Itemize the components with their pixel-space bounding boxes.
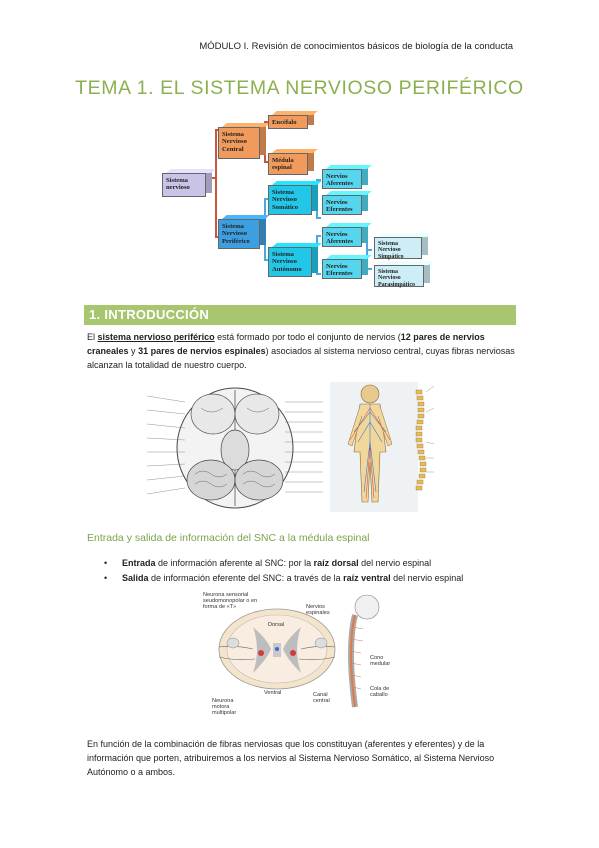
label-cono-medular: Cono medular	[370, 655, 391, 667]
page-title: TEMA 1. EL SISTEMA NERVIOSO PERIFÉRICO	[75, 77, 524, 99]
section-heading-bar: 1. INTRODUCCIÓN	[84, 305, 516, 325]
bullet-list: Entrada de información aferente al SNC: …	[104, 556, 463, 586]
label-dorsal: Dorsal	[268, 622, 285, 628]
list-item: Salida de información eferente del SNC: …	[104, 571, 463, 586]
page-header: MÓDULO I. Revisión de conocimientos bási…	[199, 41, 513, 52]
label-neurona-motora: Neurona motora multipolar	[212, 698, 237, 716]
intro-paragraph: El sistema nervioso periférico está form…	[87, 332, 515, 370]
label-canal-central: Canal central	[313, 692, 330, 704]
label-cola-caballo: Cola de caballo	[370, 686, 390, 698]
label-nervios-espinales: Nervios espinales	[306, 604, 330, 616]
spinal-nerves-body-illustration	[330, 382, 435, 512]
spinal-cord-figure	[195, 587, 405, 727]
node-encefalo: Encéfalo	[268, 115, 308, 129]
subheading: Entrada y salida de información del SNC …	[87, 532, 370, 544]
brain-base-illustration	[145, 384, 325, 512]
closing-paragraph: En función de la combinación de fibras n…	[87, 739, 495, 777]
label-neurona-sensorial: Neurona sensorial seudomonopolar o en fo…	[203, 592, 258, 610]
list-item: Entrada de información aferente al SNC: …	[104, 556, 463, 571]
label-ventral: Ventral	[264, 690, 282, 696]
section-heading: 1. INTRODUCCIÓN	[89, 307, 210, 322]
